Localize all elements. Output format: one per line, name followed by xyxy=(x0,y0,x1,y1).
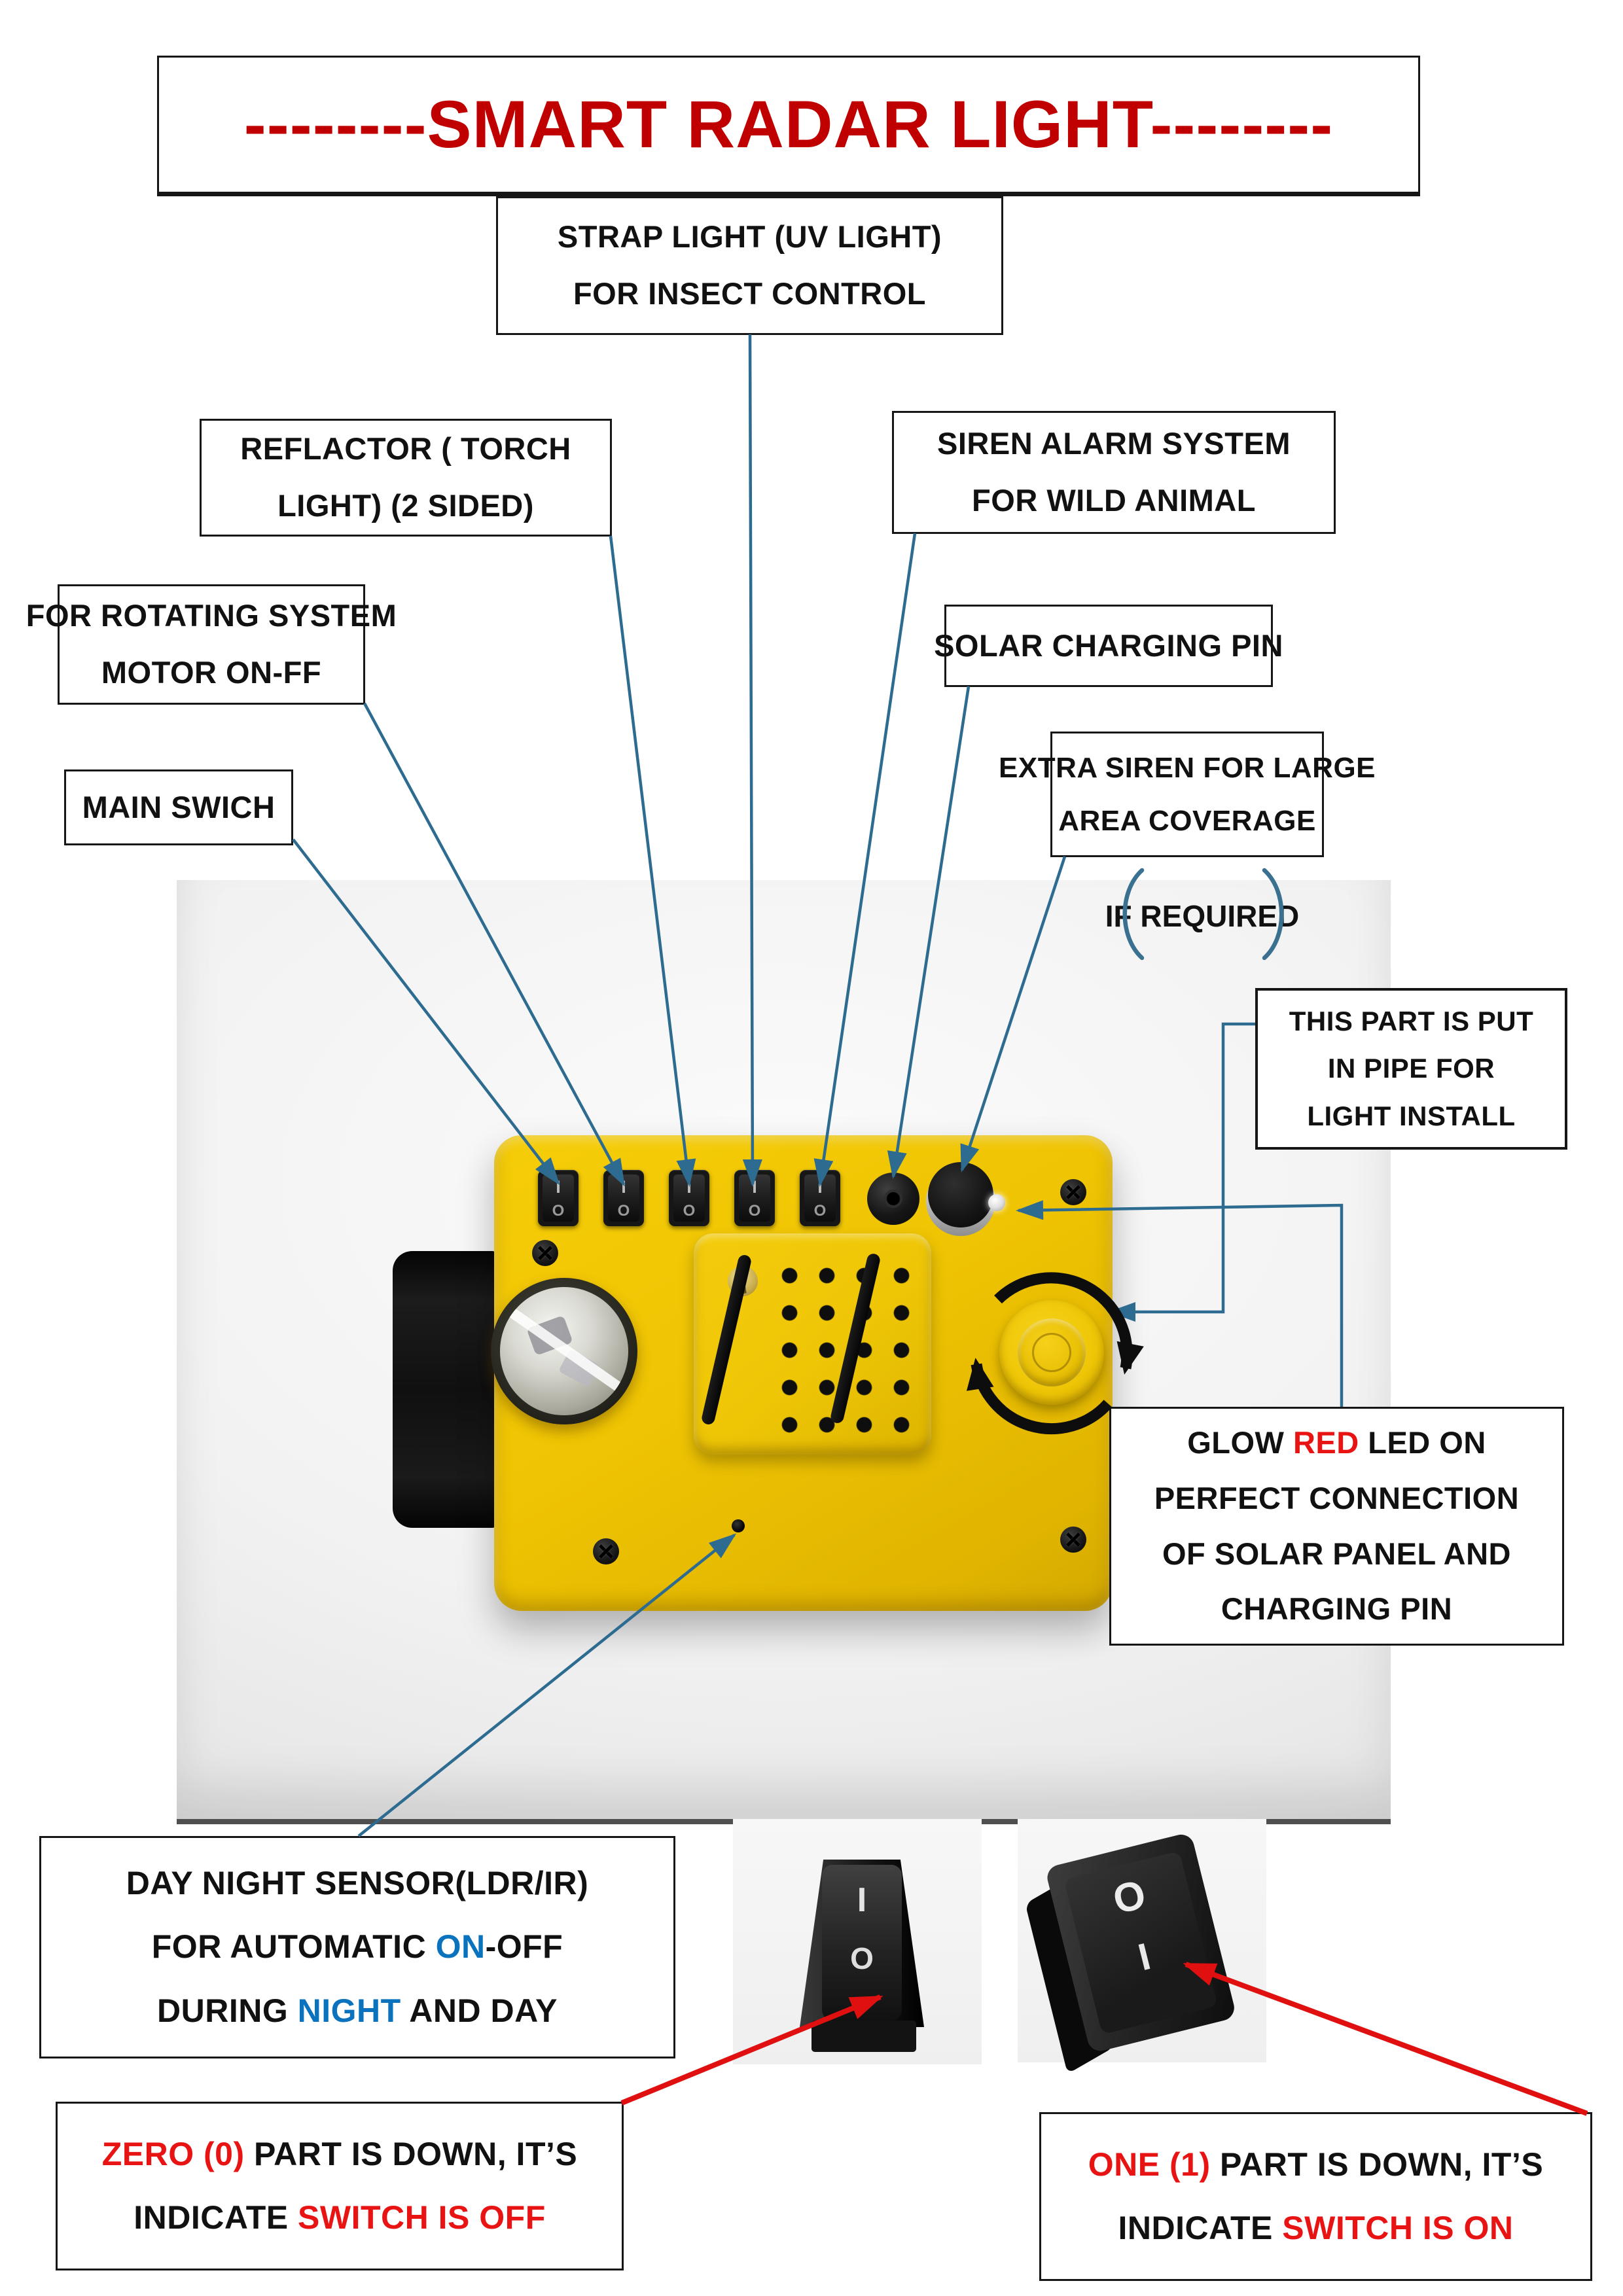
dome-highlight xyxy=(500,1296,628,1404)
switch-siren: I O xyxy=(800,1170,840,1226)
off-mark: O xyxy=(813,1202,827,1220)
label-extra-siren: EXTRA SIREN FOR LARGE AREA COVERAGE xyxy=(999,732,1376,857)
page-title: --------SMART RADAR LIGHT-------- xyxy=(243,87,1334,162)
device-body: I O I O I O I O I O xyxy=(491,1135,1113,1611)
switch-base xyxy=(812,2021,916,2052)
label-strap-light: STRAP LIGHT (UV LIGHT) FOR INSECT CONTRO… xyxy=(496,196,1003,335)
extra-siren-connector xyxy=(928,1162,993,1227)
pipe-mount-knob xyxy=(999,1300,1104,1405)
switch-rocker: I O xyxy=(608,1174,639,1222)
reflector-dome-light xyxy=(491,1278,637,1424)
off-mark: O xyxy=(1109,1871,1150,1924)
speaker-grille xyxy=(694,1233,931,1455)
torch-light-cylinder xyxy=(393,1251,497,1528)
switch-uv-light: I O xyxy=(734,1170,775,1226)
off-mark: O xyxy=(748,1202,761,1220)
off-mark: O xyxy=(617,1202,630,1220)
label-reflector: REFLACTOR ( TORCH LIGHT) (2 SIDED) xyxy=(200,419,612,537)
on-mark: I xyxy=(752,1177,757,1197)
label-glow-red-led: GLOW RED LED ON PERFECT CONNECTION OF SO… xyxy=(1109,1407,1564,1646)
off-mark: O xyxy=(552,1202,565,1220)
switch-rocker-off: I O xyxy=(822,1865,902,2021)
switch-reflector: I O xyxy=(669,1170,709,1226)
switch-photo-off: I O xyxy=(733,1819,982,2064)
label-day-night-sensor: DAY NIGHT SENSOR(LDR/IR) FOR AUTOMATIC O… xyxy=(39,1836,675,2058)
switch-rocker: I O xyxy=(804,1174,836,1222)
knob-mid xyxy=(1018,1318,1086,1386)
label-solar-charging-pin: SOLAR CHARGING PIN xyxy=(934,605,1283,687)
charge-status-led xyxy=(988,1194,1005,1211)
switch-rocker: I O xyxy=(543,1174,574,1222)
switch-photo-on: O I xyxy=(1018,1819,1266,2074)
screw-icon xyxy=(532,1240,558,1266)
label-main-switch: MAIN SWICH xyxy=(64,769,293,845)
on-mark: I xyxy=(1133,1935,1155,1979)
label-pipe-install: THIS PART IS PUT IN PIPE FOR LIGHT INSTA… xyxy=(1255,988,1567,1150)
label-if-required: IF REQUIRED xyxy=(1105,899,1300,933)
off-mark: O xyxy=(683,1202,696,1220)
solar-charging-jack xyxy=(867,1173,919,1225)
off-mark: O xyxy=(850,1941,874,1975)
switch-group: O I xyxy=(1025,1828,1254,2074)
grille-strip xyxy=(700,1254,753,1426)
title-box: --------SMART RADAR LIGHT-------- xyxy=(157,56,1420,196)
dome-glass xyxy=(500,1287,628,1415)
screw-icon xyxy=(593,1538,619,1564)
switch-main: I O xyxy=(538,1170,579,1226)
label-rotating-motor: FOR ROTATING SYSTEM MOTOR ON-FF xyxy=(26,584,397,705)
knob-inner xyxy=(1032,1333,1071,1372)
on-mark: I xyxy=(817,1177,823,1197)
switch-motor: I O xyxy=(603,1170,644,1226)
on-mark: I xyxy=(556,1177,561,1197)
label-one-on: ONE (1) PART IS DOWN, IT’S INDICATE SWIT… xyxy=(1039,2112,1592,2281)
day-night-sensor-hole xyxy=(732,1519,745,1532)
label-siren-alarm: SIREN ALARM SYSTEM FOR WILD ANIMAL xyxy=(892,411,1336,534)
switch-rocker: I O xyxy=(673,1174,705,1222)
screw-icon xyxy=(1060,1527,1086,1553)
on-mark: I xyxy=(621,1177,626,1197)
switch-rocker: I O xyxy=(739,1174,770,1222)
screw-icon xyxy=(1060,1179,1086,1205)
label-zero-off: ZERO (0) PART IS DOWN, IT’S INDICATE SWI… xyxy=(56,2102,624,2270)
jack-hole xyxy=(884,1190,902,1208)
on-mark: I xyxy=(857,1881,867,1919)
on-mark: I xyxy=(687,1177,692,1197)
